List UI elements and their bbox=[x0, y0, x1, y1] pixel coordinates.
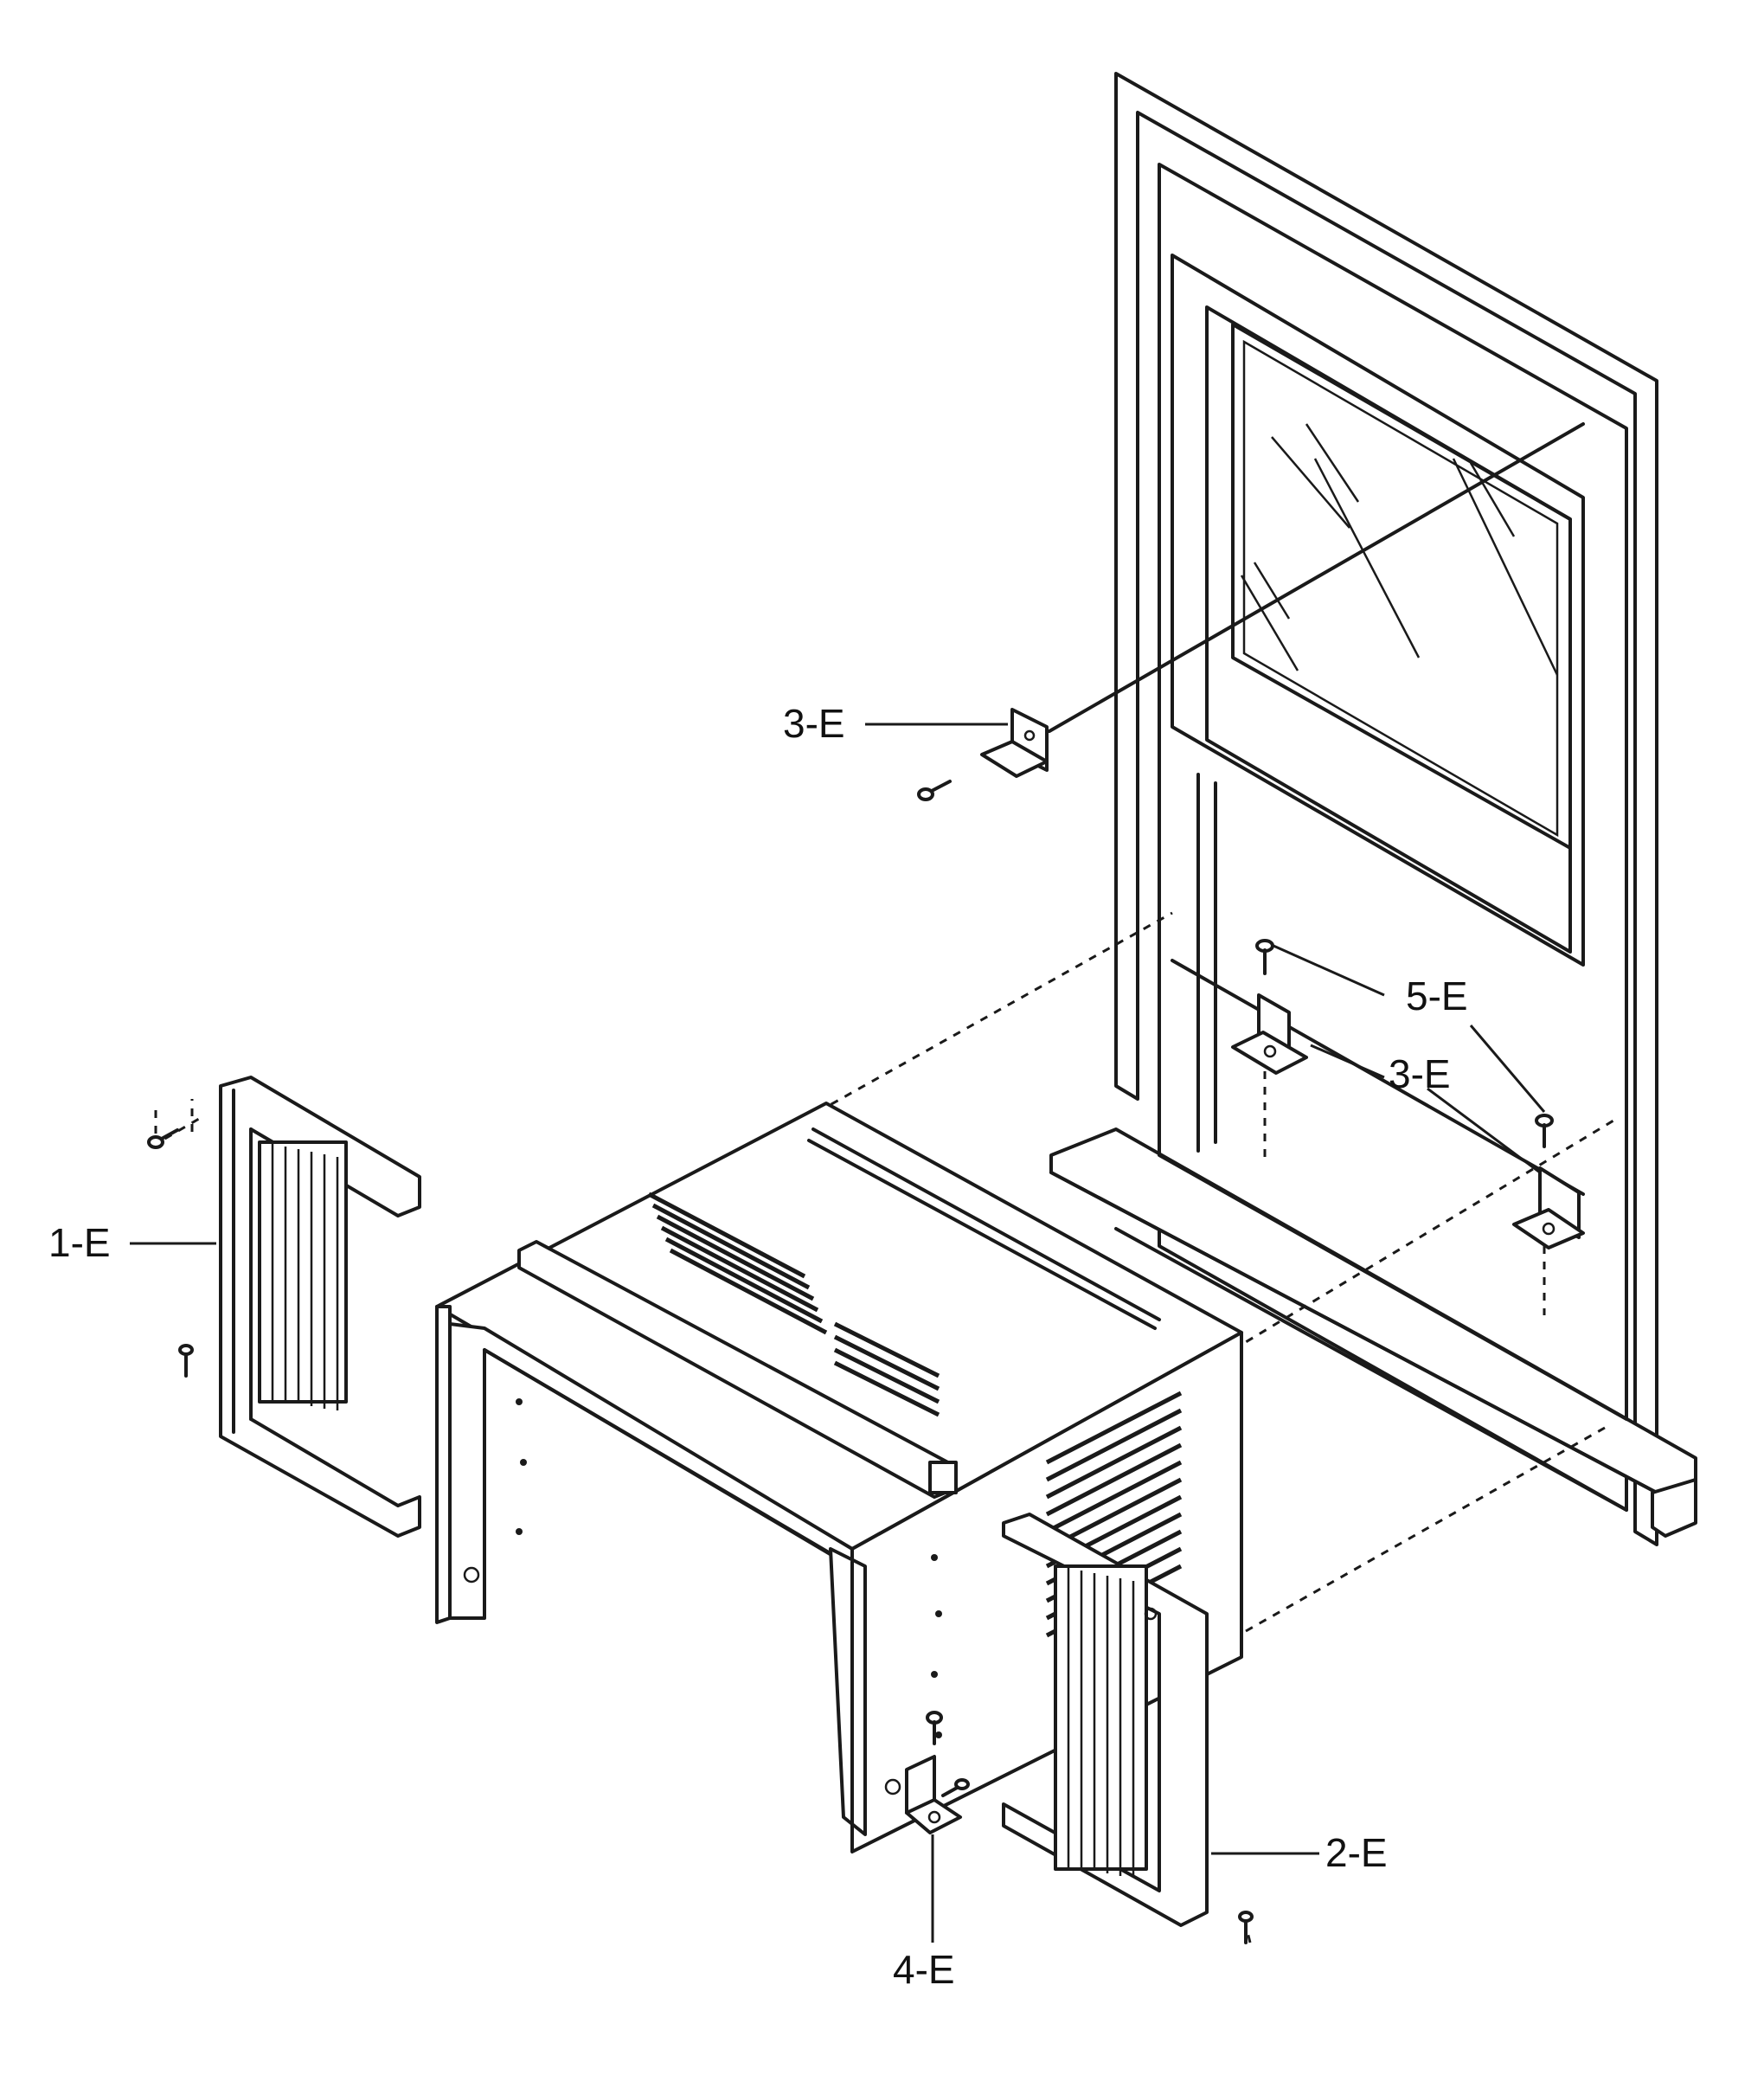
leader-3e-lower-left bbox=[1310, 1044, 1385, 1079]
window-sill-front bbox=[1049, 1171, 1658, 1494]
window-sill-end bbox=[1651, 1478, 1697, 1538]
sash-lock-bracket-upper bbox=[917, 422, 1585, 801]
callout-4e: 4-E bbox=[893, 1947, 955, 1992]
screw-5e-right bbox=[1535, 1114, 1554, 1148]
window-assembly bbox=[1049, 72, 1697, 1546]
screw-4e-side bbox=[941, 1778, 970, 1797]
callout-2e: 2-E bbox=[1325, 1830, 1388, 1875]
cabinet-holes bbox=[463, 1398, 942, 1796]
window-glass-pane bbox=[1231, 323, 1572, 850]
bottom-bracket bbox=[905, 1711, 970, 1834]
cabinet-right-flange bbox=[829, 1547, 867, 1836]
left-panel-slats bbox=[271, 1144, 339, 1410]
leader-5e-right bbox=[1469, 1025, 1546, 1113]
right-panel-slats bbox=[1067, 1568, 1135, 1878]
right-side-curtain-panel bbox=[1002, 1513, 1254, 1944]
screw-left-panel-bottom bbox=[178, 1344, 194, 1378]
window-outer-frame bbox=[1114, 72, 1658, 1546]
window-lower-rail-2 bbox=[1158, 1153, 1628, 1421]
ac-cabinet-sleeve bbox=[435, 1102, 1243, 1853]
screw-upper-left bbox=[917, 780, 952, 801]
window-lower-rail bbox=[1114, 1227, 1628, 1512]
callout-3e-upper: 3-E bbox=[783, 701, 845, 746]
screw-right-panel-bottom bbox=[1238, 1911, 1254, 1944]
leader-3e-lower-right bbox=[1427, 1087, 1541, 1174]
callout-5e: 5-E bbox=[1406, 973, 1468, 1018]
callout-3e-lower: 3-E bbox=[1389, 1051, 1451, 1096]
leader-lines bbox=[130, 723, 1546, 1943]
callout-1e: 1-E bbox=[48, 1220, 111, 1265]
window-upper-sash bbox=[1171, 254, 1585, 967]
screw-5e-left bbox=[1255, 939, 1274, 975]
leader-5e-left bbox=[1273, 944, 1385, 997]
left-side-curtain-panel bbox=[147, 1076, 421, 1538]
window-glass-inner bbox=[1242, 339, 1559, 838]
top-louvers-rear bbox=[647, 1192, 828, 1335]
sill-bracket-left bbox=[1231, 939, 1308, 1160]
glass-reflection-lines bbox=[1240, 423, 1559, 676]
screw-left-panel-top bbox=[147, 1128, 179, 1149]
sill-bracket-right bbox=[1512, 1114, 1585, 1315]
cabinet-left-side bbox=[435, 1305, 452, 1624]
top-louvers-front bbox=[833, 1321, 940, 1417]
screw-4e-top bbox=[926, 1711, 943, 1745]
